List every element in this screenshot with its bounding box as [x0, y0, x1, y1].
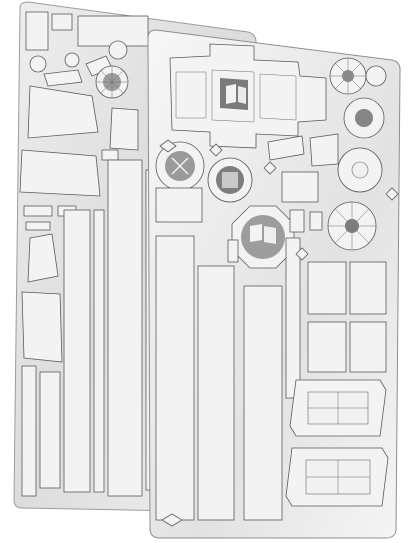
front-sheet-floor-panels: [285, 379, 389, 507]
back-sheet-rosettes: [95, 40, 129, 99]
front-sheet-round-panels: [155, 133, 339, 203]
back-sheet-roof-panels: [19, 85, 139, 197]
front-sheet-mid-parts: [155, 171, 323, 233]
front-sheet-window-blocks: [307, 261, 387, 373]
front-sheet-facades: [155, 235, 301, 521]
front-sheet-top-right-rosettes: [329, 57, 387, 193]
back-sheet-top-parts: [25, 11, 149, 87]
back-sheet-connectors: [21, 205, 77, 497]
front-etch-sheet: [147, 29, 401, 539]
front-sheet-medallion: [231, 201, 377, 269]
back-sheet-wall-strips: [63, 159, 151, 497]
front-sheet-connectors: [159, 139, 399, 527]
front-sheet-cross-part: [169, 43, 327, 149]
